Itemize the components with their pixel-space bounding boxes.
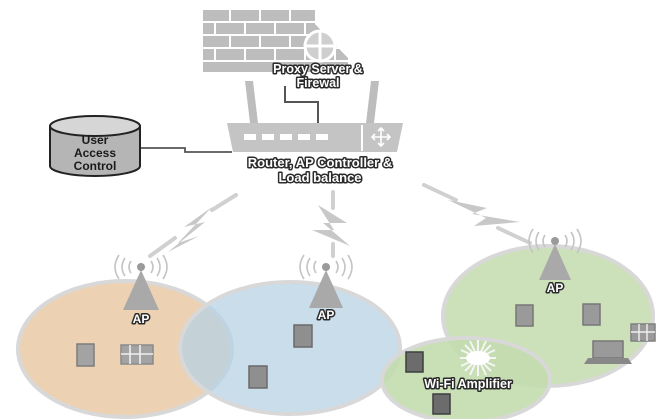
ap-label-middle: AP <box>318 308 335 322</box>
tablet-icon <box>630 323 656 342</box>
ap-label-right: AP <box>547 281 564 295</box>
phone-icon <box>405 351 424 373</box>
proxy-label-line1: Proxy Server & <box>273 62 363 76</box>
tablet-icon <box>120 344 154 365</box>
amplifier-label: Wi-Fi Amplifier <box>424 377 512 391</box>
wireless-link-left <box>148 193 238 258</box>
wireless-link-right <box>422 183 532 245</box>
phone-icon <box>76 343 95 367</box>
database-label-line3: Control <box>74 159 117 173</box>
router-icon <box>227 81 403 152</box>
router-label-line1: Router, AP Controller & <box>248 155 392 170</box>
ap-label-left: AP <box>133 312 150 326</box>
database-label-line2: Access <box>74 146 116 160</box>
phone-icon <box>248 365 268 389</box>
phone-icon <box>582 303 601 326</box>
router-label-line2: Load balance <box>278 170 361 185</box>
database-icon <box>49 115 141 177</box>
firewall-icon <box>203 10 348 72</box>
amplifier-light <box>466 351 490 365</box>
database-router-cable <box>138 147 232 153</box>
lightning-icon-right <box>448 200 520 226</box>
phone-icon <box>432 393 451 415</box>
lightning-icon-left <box>168 207 212 252</box>
phone-icon <box>515 304 534 327</box>
access-point-right-icon <box>528 228 582 280</box>
coverage-zone-amplifier <box>380 336 552 419</box>
phone-icon <box>293 324 313 348</box>
access-point-left-icon <box>114 254 168 310</box>
database-label-line1: User <box>82 133 109 147</box>
firewall-router-cable <box>284 86 319 130</box>
laptop-icon <box>584 340 632 364</box>
coverage-zone-middle <box>178 280 402 416</box>
access-point-middle-icon <box>299 254 353 308</box>
lightning-icon-middle <box>312 205 350 246</box>
proxy-label-line2: Firewal <box>296 76 339 90</box>
